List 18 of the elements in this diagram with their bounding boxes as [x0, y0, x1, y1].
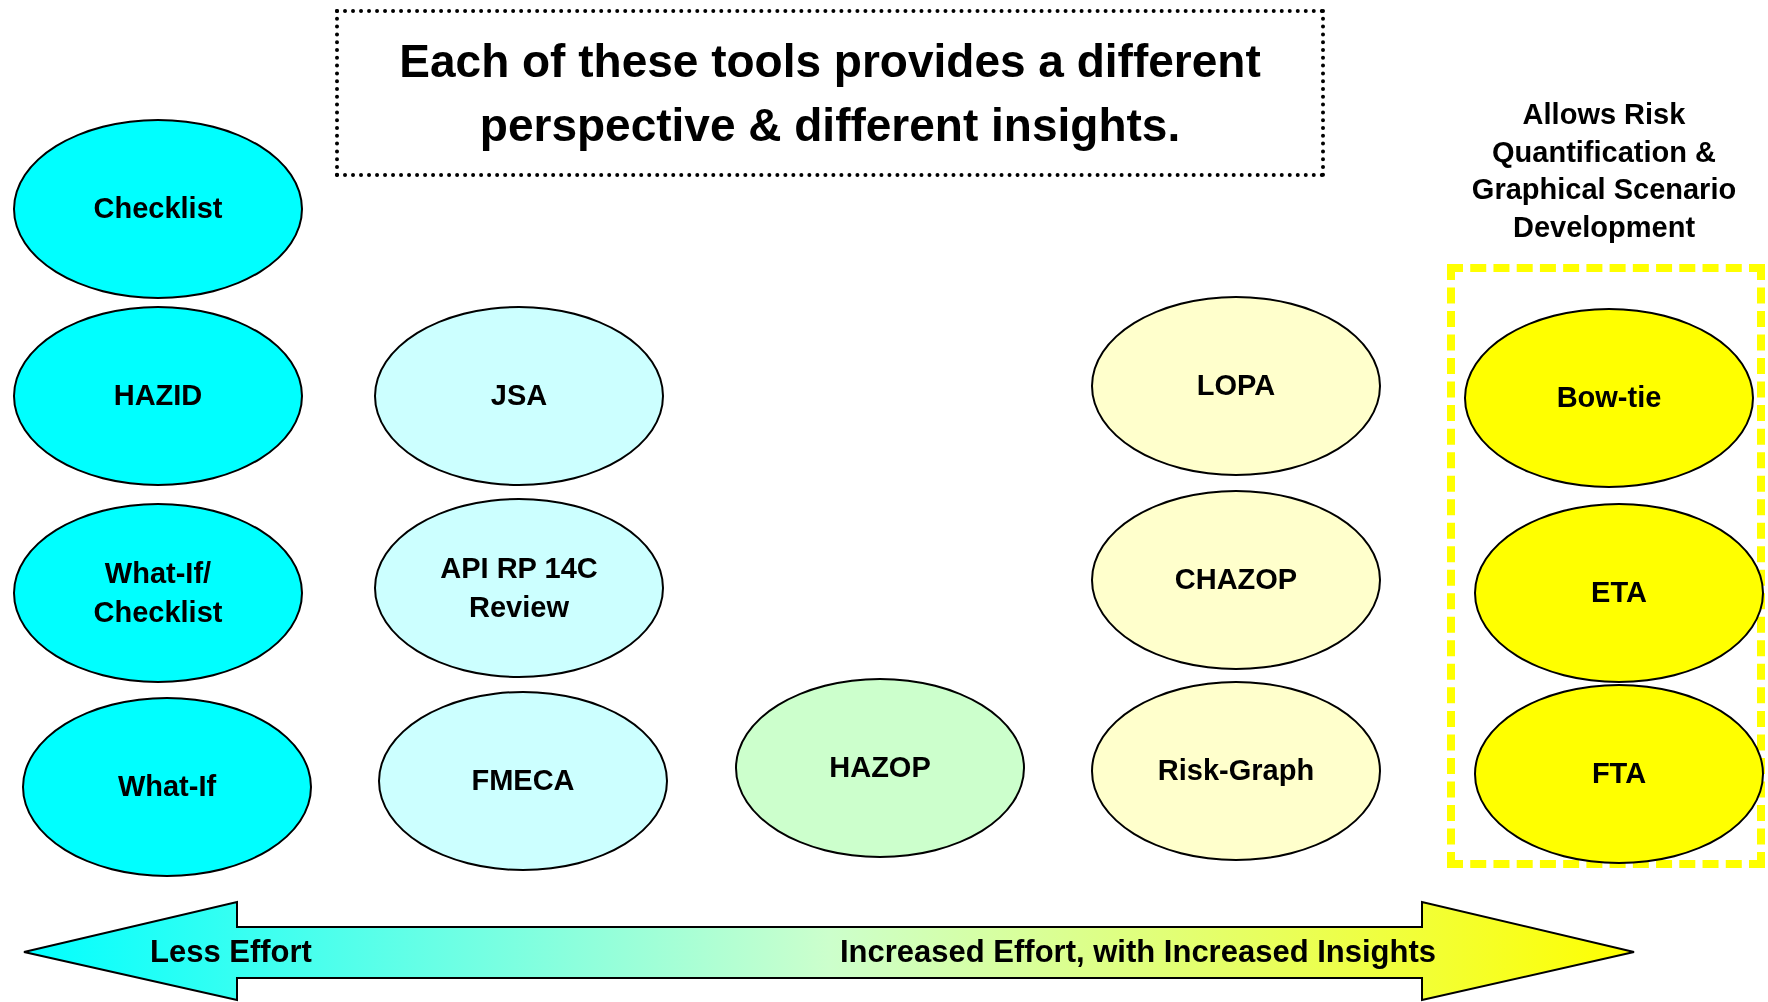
- tool-ellipse: Risk-Graph: [1091, 681, 1381, 861]
- tool-ellipse: JSA: [374, 306, 664, 486]
- tool-ellipse: LOPA: [1091, 296, 1381, 476]
- tool-ellipse: HAZID: [13, 306, 303, 486]
- tool-ellipse: HAZOP: [735, 678, 1025, 858]
- tool-ellipse: Checklist: [13, 119, 303, 299]
- arrow-label: Less Effort: [150, 934, 312, 970]
- tool-ellipse: What-If: [22, 697, 312, 877]
- tool-ellipse: API RP 14C Review: [374, 498, 664, 678]
- tool-ellipse: FTA: [1474, 684, 1764, 864]
- tool-ellipse: CHAZOP: [1091, 490, 1381, 670]
- arrow-label: Increased Effort, with Increased Insights: [840, 934, 1437, 970]
- tool-ellipse: ETA: [1474, 503, 1764, 683]
- title-box: Each of these tools provides a different perspective & different insights.: [335, 9, 1325, 177]
- tool-ellipse: What-If/ Checklist: [13, 503, 303, 683]
- group-heading: Allows Risk Quantification & Graphical Scenario Development: [1470, 97, 1738, 246]
- tool-ellipse: FMECA: [378, 691, 668, 871]
- tool-ellipse: Bow-tie: [1464, 308, 1754, 488]
